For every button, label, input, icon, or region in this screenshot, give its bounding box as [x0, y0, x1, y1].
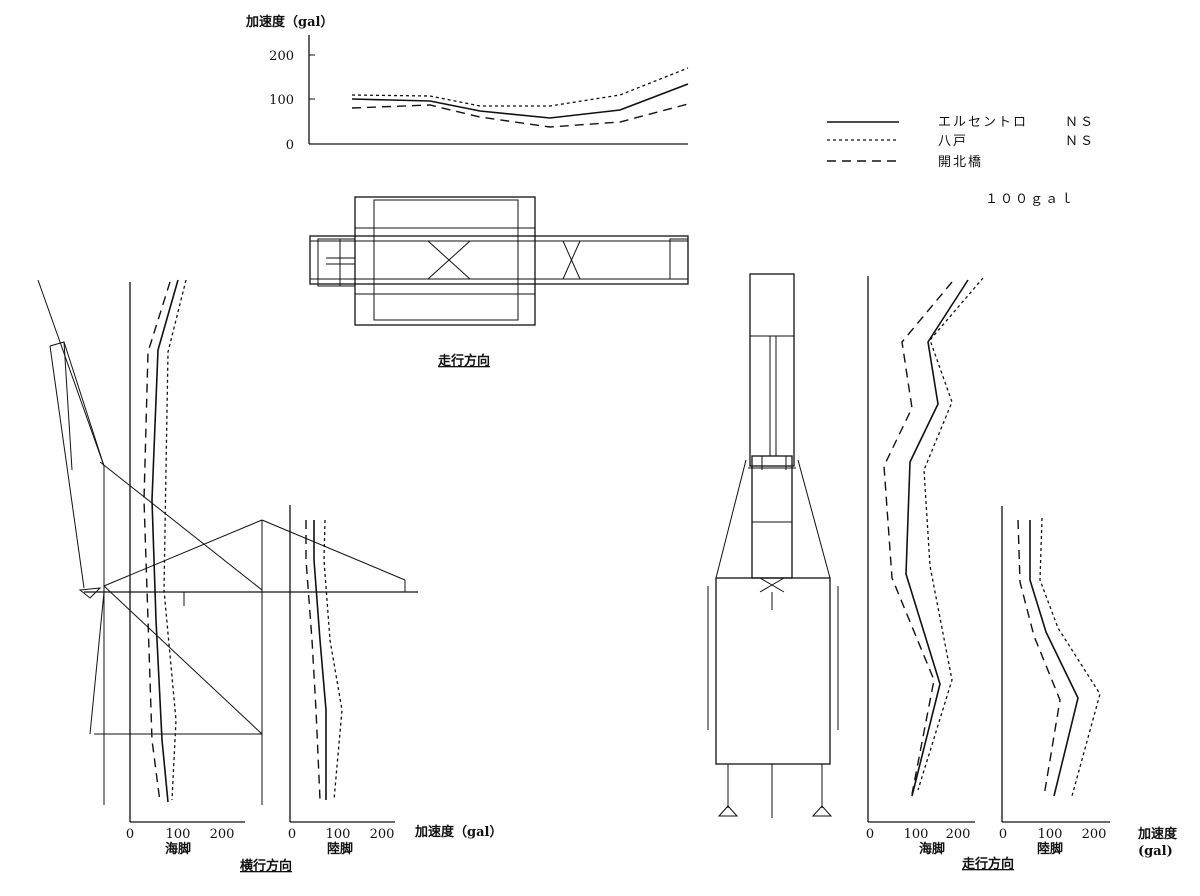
right-tower-upper: [749, 273, 795, 467]
left-stay-d: [103, 585, 263, 735]
left-lower-line: [89, 591, 105, 735]
left-trolley-icon: [78, 587, 102, 599]
top-view-boom: [309, 235, 689, 285]
top-view-caption: 走行方向: [438, 353, 490, 369]
right-wheel-right-icon: [811, 805, 833, 817]
legend-label-hachinohe: 八戸: [938, 134, 968, 149]
left-stay-a: [99, 461, 263, 591]
left-sea-tick-0: 0: [126, 827, 134, 842]
right-sea-curve-kaihokukyo: [883, 281, 953, 795]
left-boom-line-c: [63, 341, 73, 471]
left-land-curve-hachinohe: [323, 519, 343, 801]
right-land-tick-0: 0: [999, 827, 1007, 842]
left-panel-caption: 横行方向: [240, 858, 292, 874]
left-boom-line-a: [37, 279, 105, 467]
right-sea-tick-200: 200: [946, 827, 971, 842]
right-axis-label-line2: (gal): [1138, 844, 1173, 859]
right-sea-curve-hachinohe: [917, 277, 984, 791]
right-land-curve-hachinohe: [1039, 517, 1101, 797]
right-land-tick-200: 200: [1082, 827, 1107, 842]
left-stay-c: [261, 519, 406, 581]
right-sea-tick-100: 100: [904, 827, 929, 842]
right-sea-leg-plot: 0 100 200 海脚: [866, 276, 984, 857]
right-panel-caption: 走行方向: [962, 856, 1014, 872]
top-view-inner-frame: [373, 199, 519, 321]
legend-scale-label: １００ｇａｌ: [985, 192, 1075, 207]
left-land-curve-elcentro: [313, 520, 327, 800]
legend-label-elcentro: エルセントロ: [938, 115, 1028, 130]
right-land-leg-plot: 0 100 200 陸脚: [999, 506, 1110, 857]
right-sea-curve-elcentro: [905, 279, 969, 797]
top-view-end-box-c: [669, 238, 689, 280]
right-land-label: 陸脚: [1037, 841, 1063, 857]
left-sea-label: 海脚: [165, 841, 191, 857]
top-chart-ylabel: 加速度（gal）: [245, 14, 333, 30]
right-axis-label-line1: 加速度: [1137, 826, 1178, 842]
right-stay-right: [797, 459, 831, 579]
left-axis-label: 加速度（gal）: [414, 824, 502, 840]
top-view-outer-frame: [354, 196, 536, 326]
right-trolley-x2: [759, 577, 785, 593]
left-sea-leg-plot: 0 100 200 海脚: [126, 279, 245, 857]
top-chart-line-elcentro: [351, 83, 689, 119]
top-chart-line-hachinohe: [351, 67, 689, 107]
legend-tag-hachinohe: ＮＳ: [1065, 134, 1095, 149]
left-sea-curve-elcentro: [151, 279, 179, 803]
top-chart-ytick-200: 200: [269, 49, 294, 64]
left-land-tick-0: 0: [288, 827, 296, 842]
legend: エルセントロ ＮＳ 八戸 ＮＳ 開北橋 １００ｇａｌ: [827, 115, 1095, 207]
left-land-tick-200: 200: [370, 827, 395, 842]
top-chart-ytick-100: 100: [269, 93, 294, 108]
right-land-curve-elcentro: [1029, 520, 1079, 797]
right-tower-lower: [751, 455, 793, 579]
left-crane-side-view: [37, 279, 418, 805]
left-stay-b: [103, 519, 263, 587]
top-view-end-box-b: [339, 238, 356, 287]
crane-top-view: 走行方向: [309, 196, 689, 369]
left-land-label: 陸脚: [327, 841, 353, 857]
left-boom-line-b: [49, 345, 85, 589]
right-stay-left: [715, 459, 747, 579]
right-wheel-left-icon: [717, 805, 739, 817]
left-sea-tick-200: 200: [210, 827, 235, 842]
legend-label-kaihokukyo: 開北橋: [938, 155, 983, 170]
left-sea-tick-100: 100: [166, 827, 191, 842]
left-land-leg-plot: 0 100 200 陸脚: [288, 505, 395, 857]
left-land-curve-kaihokukyo: [305, 520, 321, 801]
right-portal-frame: [715, 577, 831, 765]
top-chart-ytick-0: 0: [286, 138, 294, 153]
left-land-tick-100: 100: [326, 827, 351, 842]
right-land-tick-100: 100: [1038, 827, 1063, 842]
top-acceleration-chart: 加速度（gal） 200 100 0: [245, 14, 689, 153]
left-sea-curve-hachinohe: [163, 279, 187, 801]
top-chart-line-kaihokukyo: [351, 103, 689, 128]
top-view-brace-b2: [562, 240, 581, 280]
left-sea-curve-kaihokukyo: [143, 281, 171, 803]
right-sea-tick-0: 0: [866, 827, 874, 842]
right-crane-front-view: [707, 273, 839, 818]
right-land-curve-kaihokukyo: [1017, 519, 1061, 797]
right-sea-label: 海脚: [919, 841, 945, 857]
legend-tag-elcentro: ＮＳ: [1065, 115, 1095, 130]
top-view-brace-a2: [427, 240, 471, 280]
